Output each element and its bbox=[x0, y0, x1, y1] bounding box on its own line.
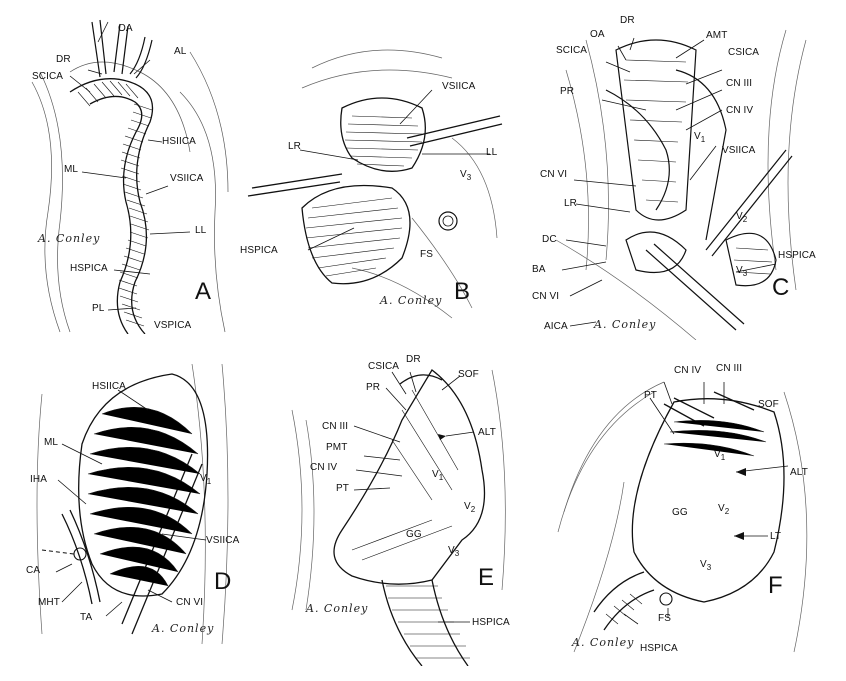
label-pmt: PMT bbox=[326, 442, 348, 453]
label-ll: LL bbox=[195, 225, 207, 236]
label-dr: DR bbox=[406, 354, 421, 365]
label-ba: BA bbox=[532, 264, 546, 275]
artist-signature: A. Conley bbox=[38, 232, 101, 245]
label-iha: IHA bbox=[30, 474, 47, 485]
label-cn4: CN IV bbox=[674, 365, 702, 376]
panel-e: CSICA DR SOF PR CN III ALT PMT CN IV V1 … bbox=[282, 350, 518, 666]
label-v3: V3 bbox=[736, 265, 748, 279]
label-ta: TA bbox=[80, 612, 93, 623]
label-gg: GG bbox=[672, 507, 688, 518]
label-v2: V2 bbox=[718, 503, 730, 517]
label-fs: FS bbox=[420, 249, 433, 260]
label-alt: ALT bbox=[790, 467, 808, 478]
label-scica: SCICA bbox=[32, 71, 64, 82]
label-cn3: CN III bbox=[322, 421, 349, 432]
panel-a-illustration bbox=[31, 19, 229, 334]
label-gg: GG bbox=[406, 529, 422, 540]
label-pr: PR bbox=[560, 86, 575, 97]
panel-letter-d: D bbox=[214, 568, 232, 595]
label-v1: V1 bbox=[714, 449, 726, 463]
label-dr: DR bbox=[620, 15, 635, 26]
label-v1: V1 bbox=[694, 131, 706, 145]
label-cn6a: CN VI bbox=[540, 169, 568, 180]
panel-letter-e: E bbox=[478, 564, 495, 591]
label-v1: V1 bbox=[200, 473, 212, 487]
label-cn6b: CN VI bbox=[532, 291, 560, 302]
label-cn6: CN VI bbox=[176, 597, 204, 608]
label-v3: V3 bbox=[700, 559, 712, 573]
label-hspica: HSPICA bbox=[240, 245, 278, 256]
label-cn4: CN IV bbox=[726, 105, 754, 116]
label-cn4: CN IV bbox=[310, 462, 338, 473]
label-mht: MHT bbox=[38, 597, 60, 608]
panel-letter-a: A bbox=[195, 278, 212, 305]
label-vsiica: VSIICA bbox=[722, 145, 756, 156]
label-hspica: HSPICA bbox=[640, 643, 678, 654]
label-dc: DC bbox=[542, 234, 557, 245]
label-ml: ML bbox=[44, 437, 59, 448]
label-csica: CSICA bbox=[728, 47, 760, 58]
panel-f-illustration bbox=[557, 381, 808, 653]
label-aica: AICA bbox=[544, 321, 568, 332]
label-vsiica: VSIICA bbox=[442, 81, 476, 92]
panel-letter-f: F bbox=[768, 572, 783, 599]
label-hsiica: HSIICA bbox=[92, 381, 126, 392]
label-fs: FS bbox=[658, 613, 671, 624]
label-pt: PT bbox=[644, 390, 657, 401]
label-sof: SOF bbox=[758, 399, 779, 410]
panel-e-illustration bbox=[291, 369, 506, 666]
panel-f: CN IV CN III PT SOF V1 ALT GG V2 LT V3 F… bbox=[554, 352, 844, 664]
label-ca: CA bbox=[26, 565, 41, 576]
artist-signature: A. Conley bbox=[306, 602, 369, 615]
label-ll: LL bbox=[486, 147, 498, 158]
label-ml: ML bbox=[64, 164, 79, 175]
label-v1: V1 bbox=[432, 469, 444, 483]
label-v2: V2 bbox=[464, 501, 476, 515]
label-vsiica: VSIICA bbox=[206, 535, 240, 546]
label-cn3: CN III bbox=[726, 78, 753, 89]
label-hspica: HSPICA bbox=[778, 250, 816, 261]
label-pt: PT bbox=[336, 483, 349, 494]
label-oa: OA bbox=[590, 29, 605, 40]
panel-d-illustration bbox=[36, 363, 229, 644]
label-hsiica: HSIICA bbox=[162, 136, 196, 147]
panel-letter-c: C bbox=[772, 274, 790, 301]
artist-signature: A. Conley bbox=[380, 294, 443, 307]
label-cn3: CN III bbox=[716, 363, 743, 374]
label-v3: V3 bbox=[460, 169, 472, 183]
label-oa: OA bbox=[118, 23, 133, 34]
label-pr: PR bbox=[366, 382, 381, 393]
label-lr: LR bbox=[288, 141, 301, 152]
artist-signature: A. Conley bbox=[572, 636, 635, 649]
label-vsiica: VSIICA bbox=[170, 173, 204, 184]
label-vspica: VSPICA bbox=[154, 320, 192, 331]
label-hspica: HSPICA bbox=[70, 263, 108, 274]
label-sof: SOF bbox=[458, 369, 479, 380]
panel-d: HSIICA ML V1 IHA VSIICA CA MHT CN VI TA … bbox=[22, 354, 240, 644]
panel-c: DR OA AMT SCICA CSICA PR CN III CN IV V1… bbox=[526, 10, 840, 340]
panel-letter-b: B bbox=[454, 278, 471, 305]
label-csica: CSICA bbox=[368, 361, 400, 372]
label-v3: V3 bbox=[448, 545, 460, 559]
label-hspica: HSPICA bbox=[472, 617, 510, 628]
panel-b: VSIICA LR LL V3 HSPICA FS A. Conley B bbox=[232, 38, 504, 320]
label-lt: LT bbox=[770, 531, 782, 542]
label-pl: PL bbox=[92, 303, 105, 314]
label-alt: ALT bbox=[478, 427, 496, 438]
panel-b-illustration bbox=[247, 49, 503, 319]
label-lr: LR bbox=[564, 198, 577, 209]
artist-signature: A. Conley bbox=[152, 622, 215, 635]
label-al: AL bbox=[174, 46, 187, 57]
panel-a: OA DR AL SCICA HSIICA ML VSIICA LL HSPIC… bbox=[30, 12, 230, 334]
label-v2: V2 bbox=[736, 211, 748, 225]
label-dr: DR bbox=[56, 54, 71, 65]
label-scica: SCICA bbox=[556, 45, 588, 56]
label-amt: AMT bbox=[706, 30, 728, 41]
panel-c-illustration bbox=[555, 29, 807, 340]
artist-signature: A. Conley bbox=[594, 318, 657, 331]
